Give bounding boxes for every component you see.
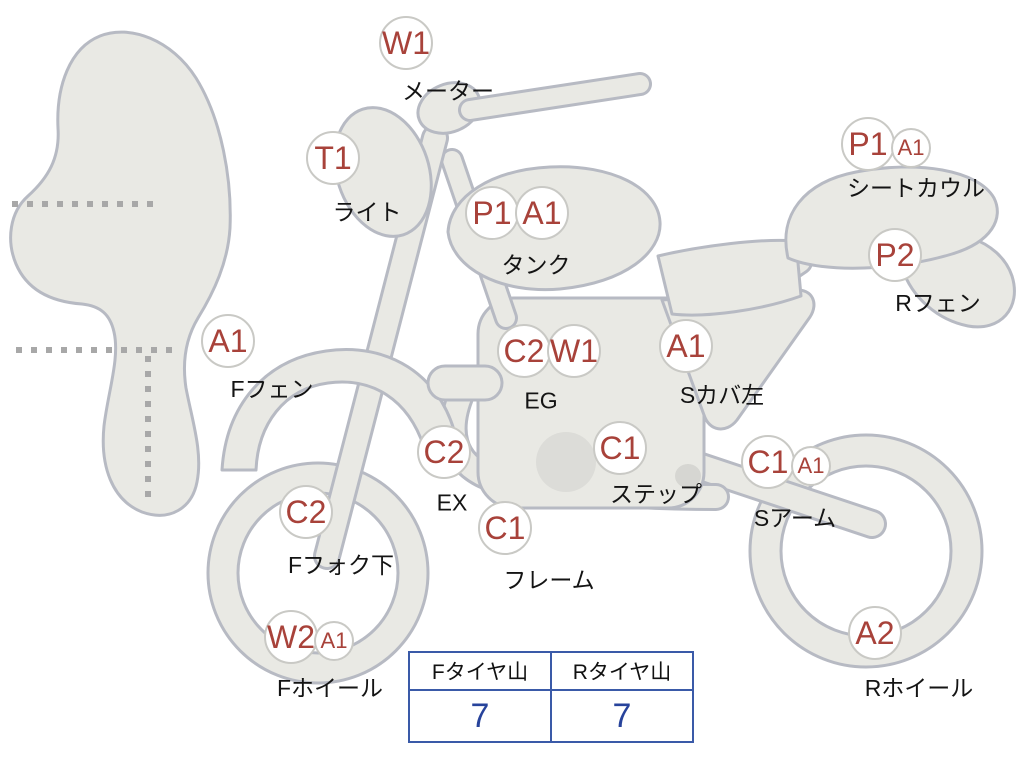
condition-code-f-wheel-a1: A1	[314, 621, 354, 661]
condition-code-engine-c2: C2	[497, 324, 551, 378]
part-label-r-fender: Rフェン	[895, 290, 981, 316]
condition-code-seat-cowl-a1: A1	[891, 128, 931, 168]
condition-code-r-wheel-a2: A2	[848, 606, 902, 660]
condition-code-s-arm-a1: A1	[791, 446, 831, 486]
handlebar-shape	[458, 72, 652, 122]
condition-code-frame-c1: C1	[478, 501, 532, 555]
condition-code-meter-w1: W1	[379, 16, 433, 70]
part-label-light: ライト	[332, 199, 402, 225]
condition-code-f-fork-lower-c2: C2	[279, 485, 333, 539]
f-tire-tread-value: 7	[408, 689, 552, 743]
condition-code-light-t1: T1	[306, 131, 360, 185]
condition-code-f-wheel-w2: W2	[264, 610, 318, 664]
condition-code-seat-cowl-p1: P1	[841, 117, 895, 171]
part-label-r-wheel: Rホイール	[864, 675, 974, 701]
part-label-step: ステップ	[610, 481, 702, 507]
condition-code-f-fender-a1: A1	[201, 314, 255, 368]
condition-code-step-c1: C1	[593, 421, 647, 475]
condition-code-engine-w1: W1	[547, 324, 601, 378]
part-label-f-fender: Fフェン	[230, 376, 314, 402]
part-label-engine: EG	[524, 387, 558, 414]
condition-code-tank-a1: A1	[515, 186, 569, 240]
condition-code-r-fender-p2: P2	[868, 228, 922, 282]
front-fairing-shape	[9, 30, 232, 517]
part-label-s-cover-left: Sカバ左	[679, 382, 765, 408]
part-label-meter: メーター	[402, 78, 494, 104]
part-label-exhaust: EX	[436, 489, 468, 516]
headlight-shape	[333, 106, 433, 238]
fairing-stitch-lines	[12, 201, 172, 502]
r-tire-tread-header: Rタイヤ山	[550, 651, 694, 691]
engine-bracket	[426, 364, 504, 402]
swing-arm-shape	[683, 451, 887, 539]
condition-code-exhaust-c2: C2	[417, 425, 471, 479]
part-label-frame: フレーム	[503, 567, 595, 593]
condition-code-tank-p1: P1	[465, 186, 519, 240]
step-peg	[675, 464, 701, 488]
part-label-f-wheel: Fホイール	[276, 675, 384, 701]
condition-code-s-cover-left-a1: A1	[659, 319, 713, 373]
r-tire-tread-value: 7	[550, 689, 694, 743]
part-label-seat-cowl: シートカウル	[847, 175, 985, 201]
seat-base-shape	[656, 238, 803, 317]
part-label-f-fork-lower: Fフォク下	[287, 552, 395, 578]
f-tire-tread-header: Fタイヤ山	[408, 651, 552, 691]
condition-code-s-arm-c1: C1	[741, 435, 795, 489]
part-label-s-arm: Sアーム	[753, 505, 837, 531]
tire-tread-table: Fタイヤ山 Rタイヤ山 7 7	[408, 651, 694, 743]
part-label-tank: タンク	[501, 252, 571, 278]
engine-detail	[536, 432, 596, 492]
